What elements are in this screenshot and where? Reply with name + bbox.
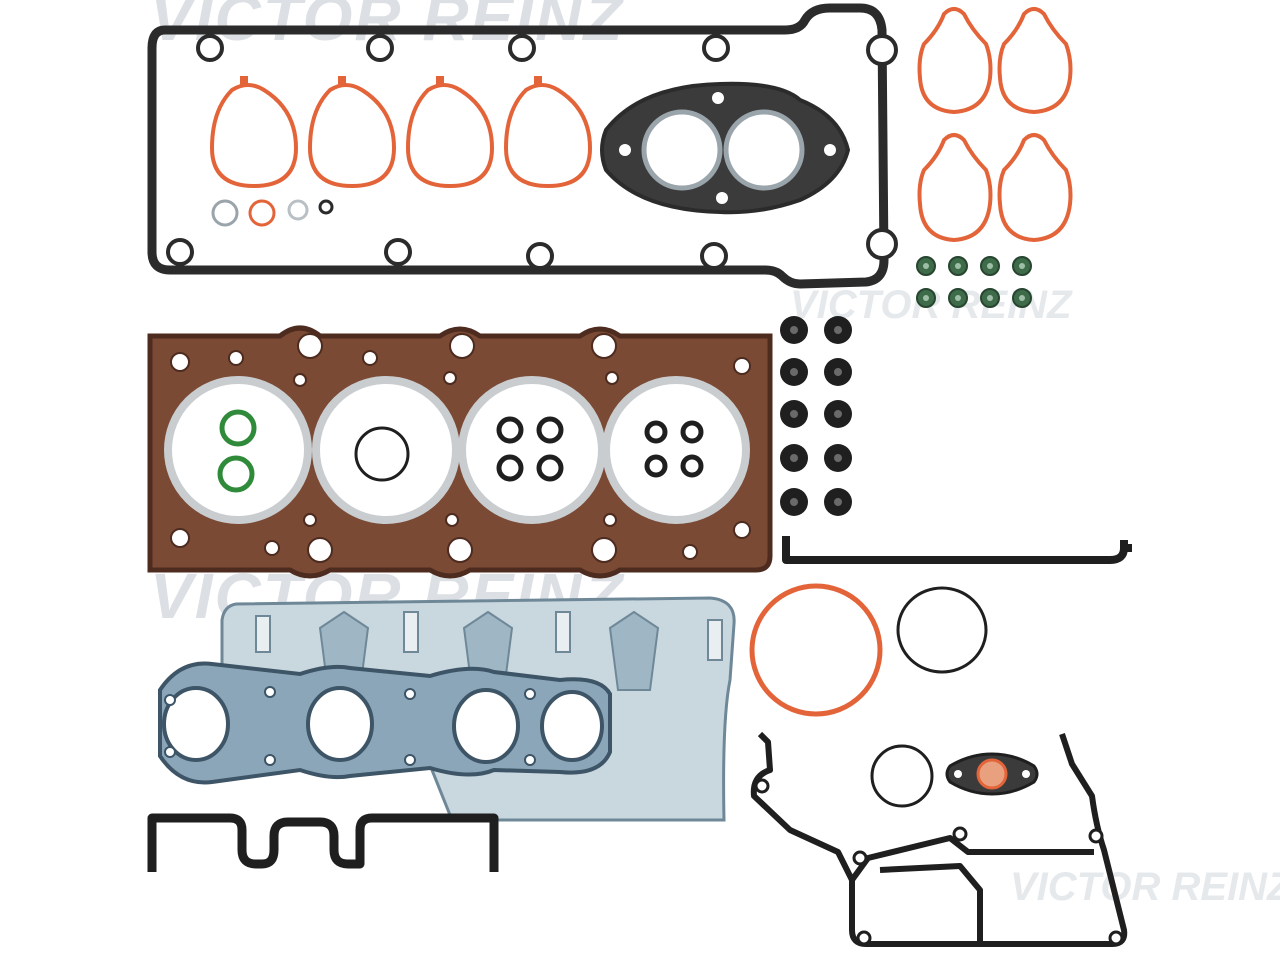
small-black-o-ring (870, 744, 934, 808)
oil-feed-flange-gasket (945, 752, 1039, 796)
valve-cover-outline (147, 3, 889, 289)
double-flange-gasket (600, 81, 851, 215)
black-o-ring-large (354, 426, 410, 482)
timing-cover-bolt-holes (754, 778, 1124, 946)
rubber-grommets (780, 316, 852, 516)
black-small-seals-b (644, 420, 704, 478)
timing-cover-gasket (750, 731, 1128, 947)
cylinder-bores (164, 376, 750, 524)
heat-shield-tabs (255, 611, 723, 661)
large-orange-o-ring (749, 583, 883, 717)
watermark-right-lower: VICTOR REINZ (1010, 865, 1280, 909)
small-washers (211, 199, 334, 227)
valve-stem-seals-green (916, 256, 1032, 308)
exhaust-manifold-gasket (158, 661, 612, 785)
spark-plug-seals (209, 76, 593, 189)
head-gasket-holes (170, 333, 751, 563)
exhaust-ports (162, 686, 604, 764)
rubber-seal-strip (782, 536, 1132, 564)
cylinder-head-gasket (147, 325, 773, 579)
intake-rubber-seal (147, 813, 499, 872)
intake-pear-seals (917, 7, 1073, 243)
thin-black-o-ring (896, 586, 988, 674)
valve-cover-bolt-lugs (166, 34, 898, 270)
valve-cover-gasket (147, 3, 898, 289)
exhaust-bolt-holes (164, 686, 536, 766)
green-o-rings (217, 409, 257, 493)
black-small-seals-a (496, 416, 564, 482)
